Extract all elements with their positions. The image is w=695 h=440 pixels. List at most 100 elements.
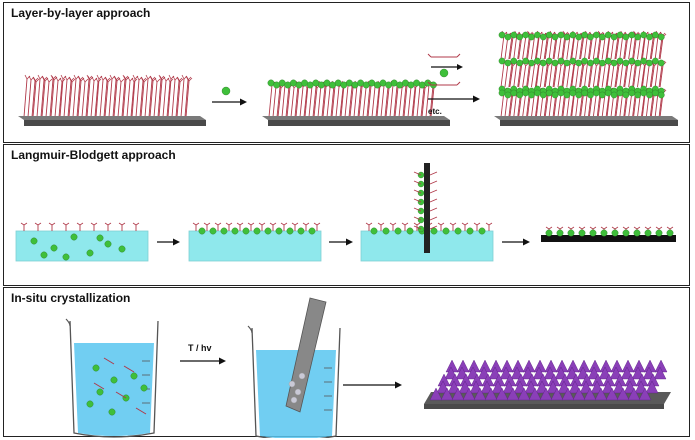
linker [578,226,583,230]
linker [452,222,457,226]
linker [95,78,100,118]
linker [517,63,522,88]
linker [294,222,299,226]
linker [140,81,145,118]
metal-node [604,31,612,39]
linker [587,63,592,88]
linker [313,222,318,226]
linker [104,76,108,82]
linker [228,222,233,226]
metal-node [666,229,674,237]
metal-node [551,91,559,99]
linker [535,62,540,88]
metal-node [551,59,559,67]
linker [51,222,56,226]
metal-node [110,376,118,384]
linker [122,79,127,118]
metal-node [528,59,535,67]
linker [584,62,588,88]
linker [650,37,655,60]
metal-node [540,33,547,41]
linker [72,78,77,118]
metal-node [394,227,402,235]
metal-node [510,31,518,39]
linker [54,80,59,118]
linker [68,81,73,118]
linker [126,80,131,118]
linker [180,78,185,118]
linker [509,93,514,118]
metal-node [616,57,624,65]
linker [176,81,181,118]
layer-by-layer-diagram [18,30,678,126]
linker [384,86,389,118]
linker [277,87,282,118]
linker [614,64,619,88]
linker [543,64,548,88]
linker [172,75,176,81]
metal-node [122,394,130,402]
crystal [550,387,564,401]
linker [136,75,140,81]
metal-node [616,89,624,97]
metal-node [600,229,608,237]
panel-title: In-situ crystallization [11,291,131,305]
linker [304,84,309,118]
linker [605,65,610,88]
metal-node [599,59,606,67]
linker [120,78,125,83]
metal-node [297,227,305,235]
linker [654,62,659,88]
metal-node [140,384,148,392]
metal-node [516,33,524,41]
metal-node [504,59,512,67]
linker [557,65,562,88]
linker [654,34,659,60]
substrate-side [424,404,664,409]
linker [614,36,619,60]
linker [261,222,266,226]
linker [637,36,641,60]
linker [316,222,321,226]
linker [658,63,663,88]
linker [645,63,650,88]
linker [349,87,354,118]
linker [389,222,394,226]
linker [115,391,127,399]
linker [592,37,597,60]
crystal [616,387,630,401]
metal-node [430,227,438,235]
linker [615,37,620,60]
linker [344,85,349,118]
linker [485,222,490,226]
linker [545,226,550,230]
linker [513,90,518,118]
metal-node [644,229,652,237]
linker [281,84,286,118]
metal-node [622,91,630,99]
linker [123,365,135,373]
linker [534,37,539,60]
metal-node [242,227,250,235]
linker [148,79,153,118]
metal-node [466,227,474,235]
metal-node [587,33,594,41]
linker [527,63,531,88]
linker [518,36,523,60]
linker [340,84,345,118]
metal-node [652,31,659,39]
linker [135,222,140,226]
linker [158,79,163,118]
linker [41,80,46,118]
linker [622,226,627,230]
linker [500,34,505,60]
linker [67,80,72,118]
linker [286,86,291,118]
linker [649,64,654,88]
transfer-substrate [424,163,430,253]
metal-node [652,57,659,65]
linker [659,64,664,88]
linker [425,84,430,118]
linker [366,84,371,118]
linker [566,36,571,60]
